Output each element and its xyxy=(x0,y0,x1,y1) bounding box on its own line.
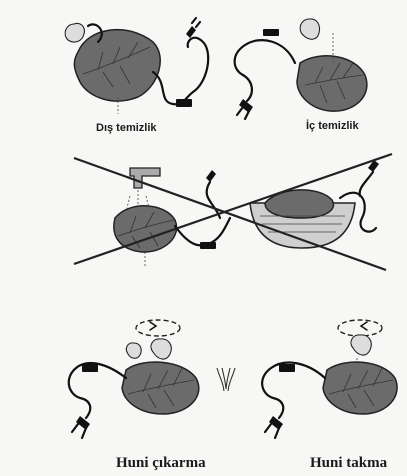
funnel-removal-icon xyxy=(58,312,228,452)
do-not-immerse-in-water-icon xyxy=(70,148,400,273)
funnel-removal-caption: Huni çıkarma xyxy=(116,455,206,472)
funnel-tool-icon xyxy=(215,365,237,393)
appliance-outside-cleaning-icon xyxy=(58,12,218,117)
inside-cleaning-illustration xyxy=(225,15,385,125)
do-not-immerse-illustration xyxy=(70,148,400,273)
funnel-attachment-caption: Huni takma xyxy=(310,455,387,472)
funnel-tool-illustration xyxy=(215,365,237,393)
outside-cleaning-caption: Dış temizlik xyxy=(96,122,157,134)
funnel-attachment-icon xyxy=(245,312,405,452)
outside-cleaning-illustration xyxy=(58,12,218,117)
funnel-attachment-illustration xyxy=(245,312,405,452)
inside-cleaning-caption: İç temizlik xyxy=(306,120,359,132)
appliance-inside-cleaning-icon xyxy=(225,15,385,125)
funnel-removal-illustration xyxy=(58,312,228,452)
